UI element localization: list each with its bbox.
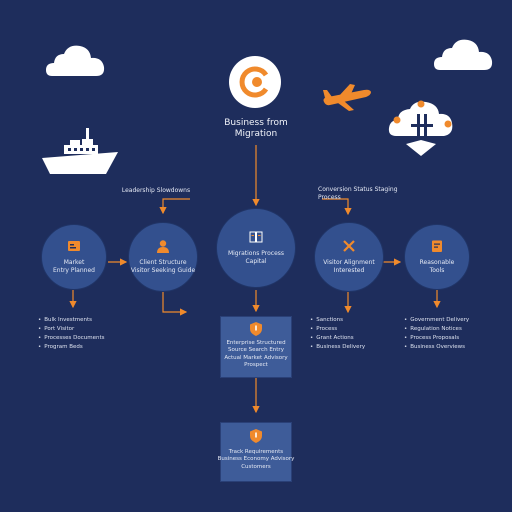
list-item: Process <box>310 325 365 334</box>
book-icon <box>249 231 263 243</box>
connector-rightlabel <box>322 198 352 216</box>
list-item: Business Delivery <box>310 343 365 352</box>
clipboard-icon <box>432 240 442 252</box>
node-visitor-alignment: Visitor Alignment Interested <box>314 222 384 292</box>
list-item: Program Beds <box>38 343 104 352</box>
list-item: Bulk Investments <box>38 316 104 325</box>
list-item: Grant Actions <box>310 334 365 343</box>
shield-icon <box>250 322 262 336</box>
connector-n2-right <box>162 292 188 316</box>
bullet-list-middle: Sanctions Process Grant Actions Business… <box>310 316 365 352</box>
label-right: Conversion Status Staging Process <box>318 186 398 202</box>
cloud-icon <box>434 39 493 70</box>
document-icon <box>68 240 80 251</box>
shield-icon <box>250 429 262 443</box>
list-item: Process Proposals <box>404 334 469 343</box>
bullet-list-right: Government Delivery Regulation Notices P… <box>404 316 469 352</box>
cloud-gate-icon <box>388 100 453 156</box>
logo-icon <box>229 56 281 108</box>
list-item: Government Delivery <box>404 316 469 325</box>
airplane-icon <box>323 84 371 111</box>
diagram-title: Business from Migration <box>224 118 288 140</box>
tools-icon <box>343 240 355 252</box>
node-migrations-process: Migrations Process Capital <box>216 208 296 288</box>
connector-leftlabel <box>159 198 190 215</box>
list-item: Port Visitor <box>38 325 104 334</box>
list-item: Business Overviews <box>404 343 469 352</box>
person-icon <box>157 240 169 253</box>
process-box-enterprise: Enterprise Structured Source Search Entr… <box>220 316 292 378</box>
bullet-list-left: Bulk Investments Port Visitor Processes … <box>38 316 104 352</box>
node-market: Market Entry Planned <box>41 224 107 290</box>
list-item: Regulation Notices <box>404 325 469 334</box>
process-box-track: Track Requirements Business Economy Advi… <box>218 422 294 482</box>
label-left: Leadership Slowdowns <box>121 187 191 194</box>
ship-icon <box>42 128 118 174</box>
cloud-icon <box>46 45 105 76</box>
list-item: Processes Documents <box>38 334 104 343</box>
node-client-structure: Client Structure Visitor Seeking Guide <box>128 222 198 292</box>
list-item: Sanctions <box>310 316 365 325</box>
node-reasonable-tools: Reasonable Tools <box>404 224 470 290</box>
